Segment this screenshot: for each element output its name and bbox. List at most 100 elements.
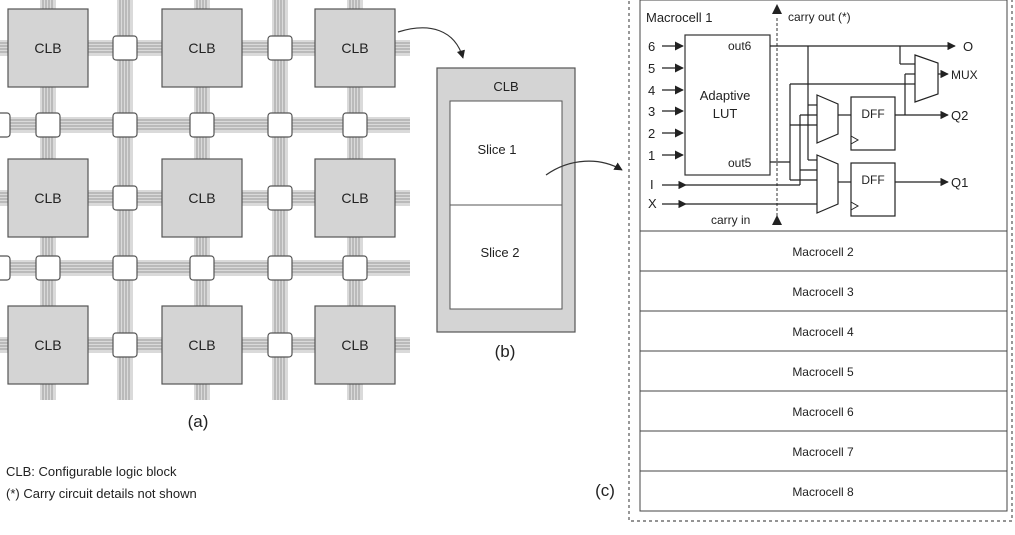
clb-block-label: CLB [341, 190, 368, 206]
legend-line-1: CLB: Configurable logic block [6, 464, 177, 479]
lut-input-2: 2 [648, 126, 655, 141]
macrocell-list: Macrocell 2 Macrocell 3 Macrocell 4 Macroce… [639, 230, 1008, 512]
dff-upper-label: DFF [861, 107, 884, 121]
dff-lower-clock-icon [850, 201, 860, 211]
slice-1-box [449, 100, 563, 206]
switch-matrix [35, 255, 61, 281]
slice-2-box [449, 204, 563, 310]
zoom-arrow-clb [397, 27, 465, 59]
switch-matrix [189, 255, 215, 281]
clb-block-label: CLB [188, 190, 215, 206]
macrocell-box [639, 310, 1008, 352]
clb-grid: CLB CLB CLB CLB CLB CLB CLB CLB CLB [0, 0, 410, 400]
clb-block [161, 8, 243, 88]
dff-lower-box [850, 162, 896, 217]
carry-in-label: carry in [711, 213, 750, 227]
output-q1-label: Q1 [951, 175, 968, 190]
lut-input-3: 3 [648, 104, 655, 119]
output-o-label: O [963, 39, 973, 54]
carry-out-arrow [772, 4, 782, 14]
switch-matrix [267, 255, 293, 281]
switch-matrix [342, 255, 368, 281]
switch-matrix [342, 112, 368, 138]
carry-in-arrow [772, 215, 782, 225]
switch-matrix [0, 112, 11, 138]
clb-block-label: CLB [188, 40, 215, 56]
input-x-label: X [648, 196, 657, 211]
clb-block [7, 158, 89, 238]
clb-block [7, 305, 89, 385]
lut-input-4: 4 [648, 83, 655, 98]
clb-block-label: CLB [188, 337, 215, 353]
macrocell-caption: (c) [595, 481, 615, 500]
switch-matrix [112, 255, 138, 281]
clb-block [7, 8, 89, 88]
macrocell-box [639, 230, 1008, 272]
clb-block [161, 305, 243, 385]
dff-upper-box [850, 96, 896, 151]
legend-line-2: (*) Carry circuit details not shown [6, 486, 197, 501]
lut-input-1: 1 [648, 148, 655, 163]
dff-lower-label: DFF [861, 173, 884, 187]
mux-lower [816, 154, 839, 214]
switch-matrix [112, 332, 138, 358]
slice-1-label: Slice 1 [477, 142, 516, 157]
clb-block-label: CLB [34, 190, 61, 206]
mux-output [914, 54, 939, 103]
macrocell-label: Macrocell 7 [792, 445, 854, 459]
macrocell-detail: Macrocell 1 carry out (*) carry in Adapt… [628, 0, 1013, 522]
lut-label-line-2: LUT [713, 106, 738, 121]
lut-input-arrows [662, 41, 684, 160]
macrocell-1-title: Macrocell 1 [646, 10, 712, 25]
zoom-arrow-slice [545, 160, 623, 176]
switch-matrix [267, 112, 293, 138]
output-mux-label: MUX [951, 68, 978, 82]
macrocell-label: Macrocell 5 [792, 365, 854, 379]
switch-matrices [0, 35, 368, 358]
clb-block-label: CLB [341, 40, 368, 56]
lut-out6-label: out6 [728, 39, 752, 53]
switch-matrix [267, 332, 293, 358]
clb-detail: CLB Slice 1 Slice 2 [436, 67, 576, 333]
switch-matrix [189, 112, 215, 138]
switch-matrix [112, 185, 138, 211]
clb-detail-caption: (b) [495, 342, 516, 361]
dff-upper-clock-icon [850, 135, 860, 145]
mux-upper [816, 94, 839, 144]
macrocell-box [639, 350, 1008, 392]
macrocell-box [639, 390, 1008, 432]
output-q2-label: Q2 [951, 108, 968, 123]
macrocell-label: Macrocell 2 [792, 245, 854, 259]
macrocell-box [639, 470, 1008, 512]
clb-block-label: CLB [341, 337, 368, 353]
macrocell-label: Macrocell 3 [792, 285, 854, 299]
signal-wires [662, 41, 956, 209]
macrocell-label: Macrocell 8 [792, 485, 854, 499]
clb-block [314, 305, 396, 385]
macrocell-label: Macrocell 6 [792, 405, 854, 419]
switch-matrix [267, 185, 293, 211]
lut-input-6: 6 [648, 39, 655, 54]
switch-matrix [112, 35, 138, 61]
adaptive-lut-box [684, 34, 771, 176]
switch-matrix [267, 35, 293, 61]
switch-matrix [0, 255, 11, 281]
clb-block [314, 8, 396, 88]
macrocell-label: Macrocell 4 [792, 325, 854, 339]
grid-caption: (a) [188, 412, 209, 431]
input-i-label: I [650, 177, 654, 192]
clb-block-label: CLB [34, 337, 61, 353]
clb-block [314, 158, 396, 238]
switch-matrix [112, 112, 138, 138]
clb-block [161, 158, 243, 238]
clb-detail-title: CLB [493, 79, 518, 94]
clb-block-label: CLB [34, 40, 61, 56]
clb-blocks: CLB CLB CLB CLB CLB CLB CLB CLB CLB [7, 8, 396, 385]
lut-label-line-1: Adaptive [700, 88, 751, 103]
slice-2-label: Slice 2 [480, 245, 519, 260]
switch-matrix [35, 112, 61, 138]
macrocell-box [639, 430, 1008, 472]
lut-out5-label: out5 [728, 156, 752, 170]
carry-out-label: carry out (*) [788, 10, 851, 24]
